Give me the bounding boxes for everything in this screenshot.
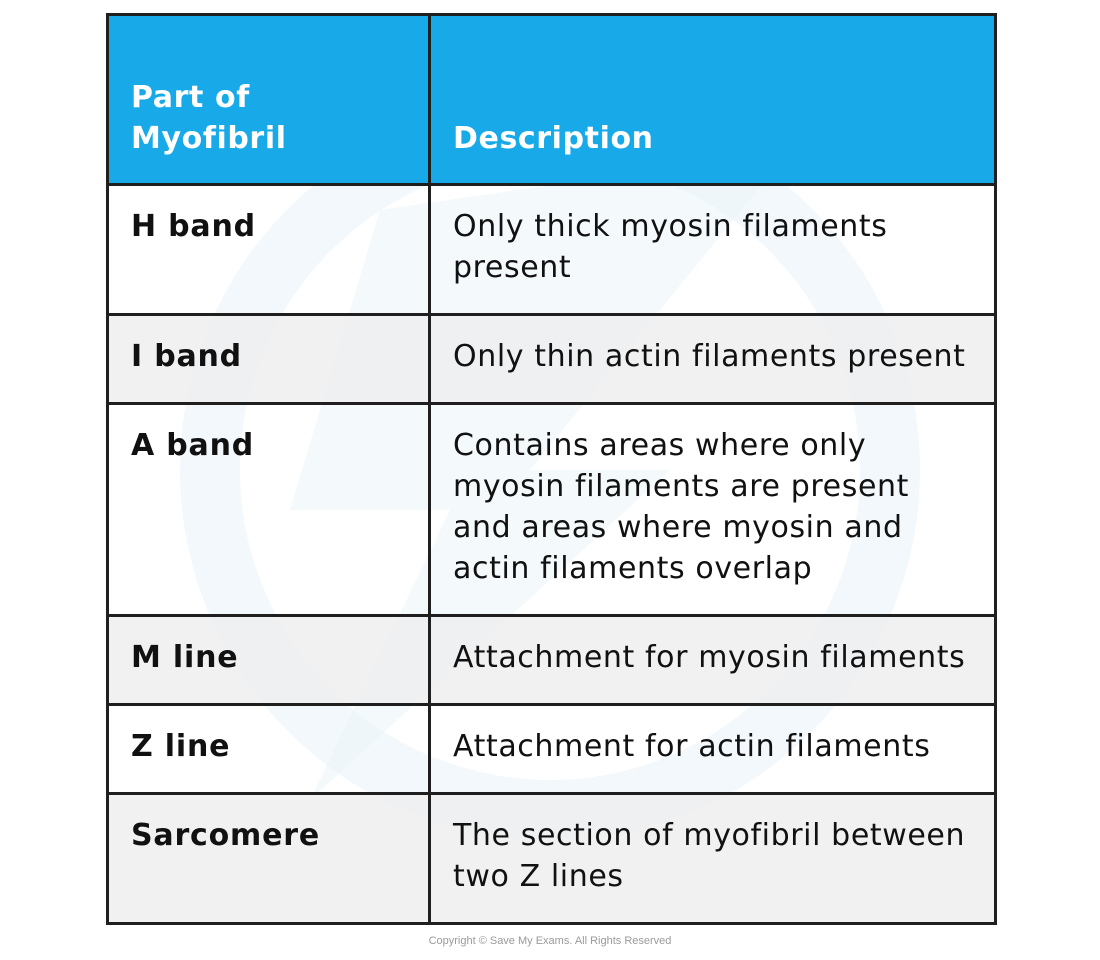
row-part-sarcomere: Sarcomere bbox=[106, 792, 431, 925]
table-row: A band Contains areas where only myosin … bbox=[106, 402, 997, 617]
row-part-m-line: M line bbox=[106, 614, 431, 706]
row-description: The section of myofibril between two Z l… bbox=[428, 792, 997, 925]
header-part-of-myofibril: Part of Myofibril bbox=[106, 13, 431, 186]
row-part-h-band: H band bbox=[106, 183, 431, 316]
row-description: Only thick myosin filaments present bbox=[428, 183, 997, 316]
table-row: Sarcomere The section of myofibril betwe… bbox=[106, 792, 997, 925]
row-description: Attachment for myosin filaments bbox=[428, 614, 997, 706]
myofibril-parts-table: Part of Myofibril Description H band Onl… bbox=[106, 13, 997, 925]
table-row: M line Attachment for myosin filaments bbox=[106, 614, 997, 706]
table-row: H band Only thick myosin filaments prese… bbox=[106, 183, 997, 316]
table-row: I band Only thin actin filaments present bbox=[106, 313, 997, 405]
row-description: Only thin actin filaments present bbox=[428, 313, 997, 405]
header-description: Description bbox=[428, 13, 997, 186]
row-part-i-band: I band bbox=[106, 313, 431, 405]
row-description: Attachment for actin filaments bbox=[428, 703, 997, 795]
table-header-row: Part of Myofibril Description bbox=[106, 13, 997, 186]
copyright-notice: Copyright © Save My Exams. All Rights Re… bbox=[428, 935, 672, 947]
header-part-label: Part of Myofibril bbox=[131, 80, 287, 156]
row-description: Contains areas where only myosin filamen… bbox=[428, 402, 997, 617]
row-part-a-band: A band bbox=[106, 402, 431, 617]
row-part-z-line: Z line bbox=[106, 703, 431, 795]
myofibril-table-container: Part of Myofibril Description H band Onl… bbox=[106, 13, 997, 925]
table-row: Z line Attachment for actin filaments bbox=[106, 703, 997, 795]
